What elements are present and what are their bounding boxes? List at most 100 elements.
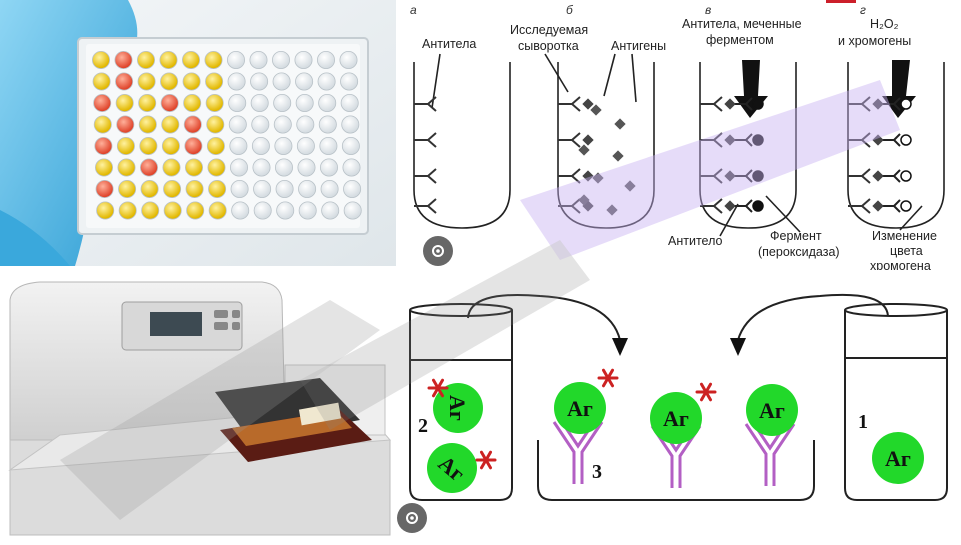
plate-well (93, 94, 112, 113)
antigen-label: Аг (663, 406, 689, 431)
plate-well (297, 158, 316, 177)
plate-well (116, 115, 135, 134)
plate-well (208, 179, 227, 198)
plate-well (205, 94, 224, 113)
plate-well (160, 72, 179, 91)
antigen-circle (872, 432, 924, 484)
enzyme-dot (900, 170, 912, 182)
plate-well (204, 51, 223, 70)
plate-well (159, 51, 178, 70)
plate-well (137, 72, 156, 91)
plate-well (139, 158, 158, 177)
antibody-y (848, 168, 901, 184)
plate-well (318, 94, 337, 113)
plate-well (208, 201, 227, 220)
antigen-square (612, 150, 624, 162)
antigen-label: Аг (567, 396, 593, 421)
label-change-2: цвета (890, 244, 923, 258)
label-antibodies: Антитела (422, 37, 476, 51)
label-serum-1: Исследуемая (510, 23, 588, 37)
plate-well (94, 136, 113, 155)
plate-well (184, 136, 203, 155)
enzyme-asterisk (597, 368, 619, 388)
antibody-y (558, 96, 581, 112)
enzyme-asterisk (427, 378, 449, 398)
label-antigens: Антигены (611, 39, 666, 53)
panel-letter-b: б (566, 3, 574, 17)
plate-well (138, 94, 157, 113)
plate-well (230, 179, 249, 198)
enzyme-dot (900, 134, 912, 146)
plate-well (163, 179, 182, 198)
plate-well (251, 136, 270, 155)
antigen-square (592, 172, 604, 184)
label-chromogens: и хромогены (838, 34, 911, 48)
plate-well (342, 158, 361, 177)
plate-well (161, 115, 180, 134)
plate-well (136, 51, 155, 70)
plate-well (339, 51, 358, 70)
label-change-3: хромогена (870, 259, 931, 273)
antibody-y (848, 198, 901, 214)
plate-well (228, 115, 247, 134)
enzyme-dot (900, 98, 912, 110)
antigen-circle (427, 443, 477, 493)
number-3: 3 (592, 461, 602, 483)
plate-well (183, 115, 202, 134)
plate-well (229, 158, 248, 177)
plate-well (340, 72, 359, 91)
plate-well (295, 72, 314, 91)
plate-well (273, 115, 292, 134)
antigen-square (872, 200, 884, 212)
label-antibody: Антитело (668, 234, 723, 248)
enzyme-asterisk (475, 450, 497, 470)
plate-well (118, 179, 137, 198)
plate-well (296, 136, 315, 155)
enzyme-dot (900, 200, 912, 212)
plate-well (141, 201, 160, 220)
plate-well (252, 158, 271, 177)
label-h2o2: H₂O₂ (870, 17, 899, 31)
plate-well (95, 179, 114, 198)
plate-well (118, 201, 137, 220)
enzyme-dot (752, 200, 764, 212)
label-labeled-1: Антитела, меченные (682, 17, 802, 31)
plate-well (163, 201, 182, 220)
plate-well (181, 51, 200, 70)
antigen-label: Аг (445, 395, 470, 421)
plate-well (272, 72, 291, 91)
plate-wells (92, 51, 362, 220)
plate-well (343, 201, 362, 220)
plate-well (274, 136, 293, 155)
plate-well (320, 179, 339, 198)
plate-well (227, 72, 246, 91)
lens-icon[interactable] (423, 236, 453, 266)
lens-icon[interactable] (397, 503, 427, 533)
plate-well (341, 115, 360, 134)
plate-well (161, 136, 180, 155)
antigen-square (724, 170, 736, 182)
antibody-y (700, 96, 753, 112)
plate-well (295, 94, 314, 113)
panel-letter-a: а (410, 3, 417, 17)
antigen-square (578, 194, 590, 206)
antigen-label: Аг (885, 446, 911, 471)
tray (537, 440, 815, 501)
panel-letter-v: в (705, 3, 711, 17)
plate-well (160, 94, 179, 113)
enzyme-dot (752, 134, 764, 146)
plate-reader-photo (0, 268, 396, 540)
plate-well (184, 158, 203, 177)
antigen-circle (433, 383, 483, 433)
antigen-square (872, 170, 884, 182)
plate-well (115, 72, 134, 91)
antigen-circle (554, 382, 606, 434)
number-2: 2 (418, 415, 428, 437)
antigen-circle (746, 384, 798, 436)
plate-well (316, 51, 335, 70)
plate-well (229, 136, 248, 155)
antigen-square (872, 134, 884, 146)
elisa-schema-diagram: а б в г Антитела Исследуемая сыворотка А… (398, 0, 961, 273)
